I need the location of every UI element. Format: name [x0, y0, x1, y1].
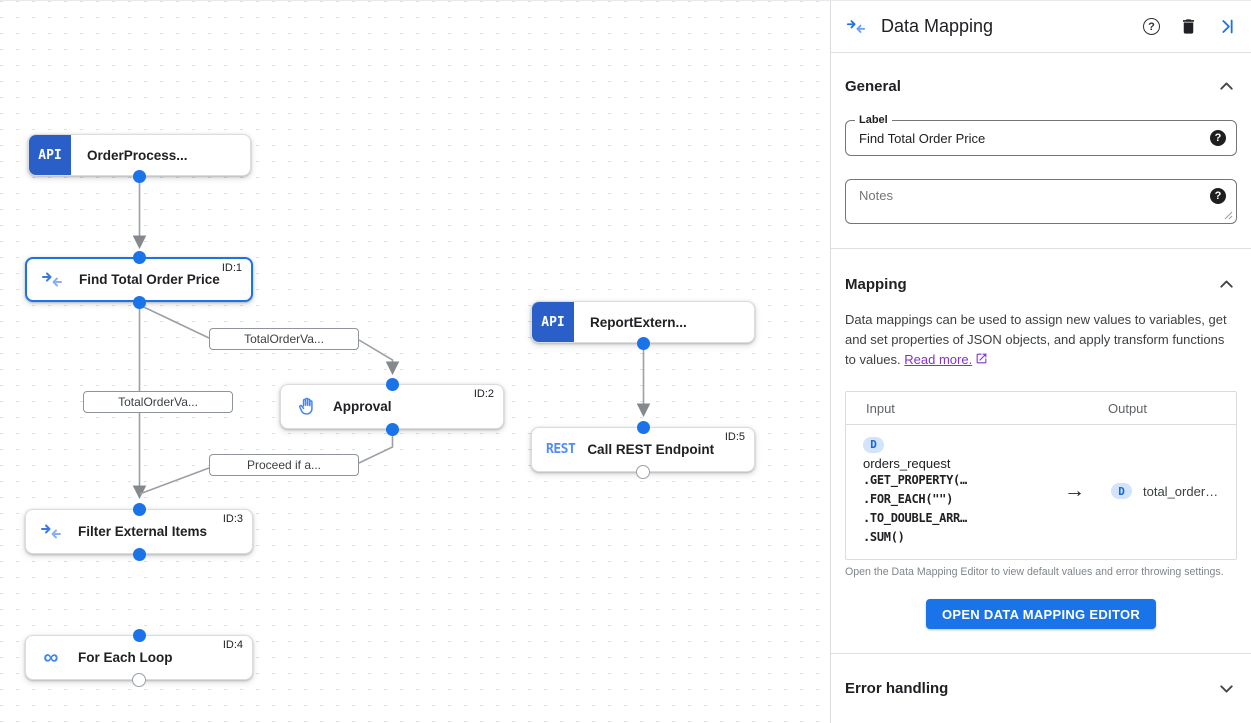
- panel-title: Data Mapping: [881, 16, 994, 36]
- help-button[interactable]: ?: [1143, 18, 1160, 35]
- node-title: Call REST Endpoint: [587, 442, 715, 457]
- chevron-down-icon[interactable]: [1216, 678, 1237, 699]
- workflow-canvas[interactable]: TotalOrderVa... TotalOrderVa... Proceed …: [0, 1, 830, 723]
- node-order-process-trigger[interactable]: API OrderProcess...: [28, 134, 251, 176]
- panel-body: General Label Find Total Order Price ? N…: [831, 53, 1251, 723]
- edge-label[interactable]: Proceed if a...: [209, 454, 359, 476]
- chevron-up-icon[interactable]: [1216, 76, 1237, 97]
- edge-connectors: [132, 177, 651, 500]
- trash-icon: [1182, 19, 1195, 34]
- output-variable: total_order…: [1143, 483, 1219, 499]
- edge-label-text: Proceed if a...: [246, 458, 322, 472]
- mapping-input-cell: D orders_request .GET_PROPERTY(… .FOR_EA…: [846, 435, 1042, 547]
- general-heading: General: [845, 78, 901, 95]
- chevron-up-icon[interactable]: [1216, 274, 1237, 295]
- node-title: ReportExtern...: [590, 314, 687, 330]
- input-port[interactable]: [637, 421, 650, 434]
- notes-field[interactable]: Notes ?: [845, 179, 1237, 224]
- edge-label[interactable]: TotalOrderVa...: [83, 391, 233, 413]
- delete-task-button[interactable]: [1179, 17, 1198, 36]
- node-id-badge: ID:4: [222, 639, 243, 651]
- input-variable: orders_request: [863, 456, 951, 471]
- edge-label[interactable]: TotalOrderVa...: [209, 328, 359, 350]
- error-handling-heading: Error handling: [845, 680, 949, 697]
- output-column-header: Output: [1108, 400, 1148, 416]
- node-title: Filter External Items: [78, 524, 208, 539]
- datatype-badge: D: [863, 436, 884, 453]
- open-output-port[interactable]: [132, 673, 146, 687]
- mapping-row[interactable]: D orders_request .GET_PROPERTY(… .FOR_EA…: [846, 425, 1236, 559]
- transform-function: .GET_PROPERTY(…: [863, 473, 967, 487]
- node-report-extern-trigger[interactable]: API ReportExtern...: [531, 301, 755, 343]
- read-more-link[interactable]: Read more.: [904, 352, 973, 367]
- edge-label-text: TotalOrderVa...: [244, 332, 324, 346]
- help-icon: ?: [1143, 18, 1160, 35]
- label-field-label: Label: [855, 114, 892, 126]
- section-mapping-header[interactable]: Mapping: [845, 274, 1237, 295]
- section-divider: [831, 248, 1251, 249]
- external-link-icon: [976, 353, 987, 364]
- config-panel: Data Mapping ? Gen: [830, 1, 1251, 723]
- help-icon[interactable]: ?: [1210, 130, 1226, 146]
- approval-hand-icon: [294, 396, 318, 417]
- input-port[interactable]: [133, 503, 146, 516]
- api-trigger-icon: API: [29, 135, 71, 175]
- notes-input[interactable]: Notes: [859, 188, 893, 203]
- transform-function: .FOR_EACH(""): [863, 492, 954, 506]
- node-id-badge: ID:1: [221, 262, 242, 274]
- node-call-rest-endpoint[interactable]: REST Call REST Endpoint ID:5: [531, 427, 755, 472]
- node-id-badge: ID:3: [222, 513, 243, 525]
- output-port[interactable]: [133, 170, 146, 183]
- mapping-heading: Mapping: [845, 276, 907, 293]
- collapse-panel-button[interactable]: [1217, 17, 1236, 36]
- label-field[interactable]: Label Find Total Order Price ?: [845, 114, 1237, 156]
- section-divider: [831, 653, 1251, 654]
- input-port[interactable]: [133, 629, 146, 642]
- label-input[interactable]: Find Total Order Price: [859, 130, 986, 146]
- open-data-mapping-editor-button[interactable]: OPEN DATA MAPPING EDITOR: [925, 599, 1157, 629]
- node-id-badge: ID:2: [473, 388, 494, 400]
- data-mapping-icon: [846, 17, 866, 37]
- mapping-description: Data mappings can be used to assign new …: [845, 310, 1237, 370]
- section-general-header[interactable]: General: [845, 76, 1237, 97]
- output-port[interactable]: [386, 423, 399, 436]
- mapping-arrow-icon: →: [1064, 479, 1085, 502]
- mapping-table-caption: Open the Data Mapping Editor to view def…: [845, 566, 1224, 578]
- transform-function: .SUM(): [863, 530, 905, 544]
- node-title: Approval: [333, 399, 392, 414]
- rest-icon: REST: [546, 442, 576, 457]
- datatype-badge: D: [1111, 483, 1132, 499]
- input-port[interactable]: [386, 378, 399, 391]
- panel-header: Data Mapping ?: [831, 1, 1251, 53]
- section-error-handling-header[interactable]: Error handling: [845, 678, 1237, 699]
- data-mapping-icon: [40, 269, 64, 291]
- node-title: For Each Loop: [78, 650, 173, 665]
- mapping-table-header: Input Output: [846, 392, 1236, 425]
- transform-function: .TO_DOUBLE_ARR…: [863, 511, 967, 525]
- output-port[interactable]: [133, 548, 146, 561]
- output-port[interactable]: [637, 337, 650, 350]
- input-port[interactable]: [133, 251, 146, 264]
- loop-icon: ∞: [43, 645, 59, 669]
- node-title: OrderProcess...: [87, 147, 188, 163]
- open-output-port[interactable]: [636, 465, 650, 479]
- collapse-panel-icon: [1222, 19, 1233, 34]
- input-column-header: Input: [866, 400, 895, 416]
- data-mapping-icon: [39, 521, 63, 543]
- node-title: Find Total Order Price: [79, 272, 220, 287]
- mapping-description-text: Data mappings can be used to assign new …: [845, 312, 1227, 367]
- edge-label-text: TotalOrderVa...: [118, 395, 198, 409]
- node-id-badge: ID:5: [724, 431, 745, 443]
- help-icon[interactable]: ?: [1210, 188, 1226, 204]
- resize-handle-icon[interactable]: [1224, 211, 1233, 220]
- mapping-output-cell: D total_order…: [1107, 483, 1218, 499]
- api-trigger-icon: API: [532, 302, 574, 342]
- output-port[interactable]: [133, 296, 146, 309]
- mapping-table: Input Output D orders_request .GET_PROPE…: [845, 391, 1237, 560]
